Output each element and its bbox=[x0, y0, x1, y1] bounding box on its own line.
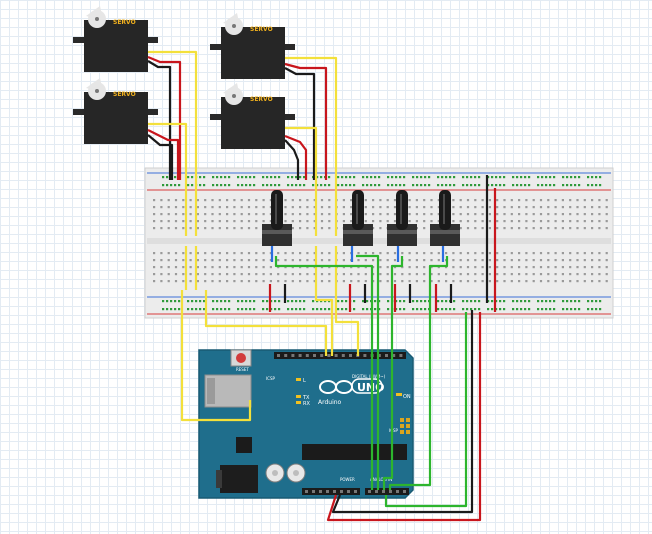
servo-label: SERVO bbox=[250, 26, 273, 33]
wire-black bbox=[147, 134, 174, 180]
servo-label: SERVO bbox=[250, 96, 273, 103]
icsp-label: ICSP bbox=[266, 376, 276, 381]
wire-green bbox=[382, 256, 404, 490]
potentiometers bbox=[262, 190, 460, 246]
wire-yellow bbox=[148, 122, 188, 236]
wire-yellow bbox=[204, 290, 328, 356]
wire-black bbox=[284, 67, 316, 180]
digital-pins bbox=[277, 354, 403, 357]
servo-label: SERVO bbox=[113, 91, 136, 98]
icsp2-label: ICSP bbox=[389, 428, 399, 433]
wire-yellow bbox=[285, 56, 338, 236]
wire-green bbox=[384, 312, 468, 508]
wires bbox=[147, 50, 497, 522]
potentiometer-1 bbox=[262, 190, 292, 246]
wire-red bbox=[326, 312, 482, 522]
servo-2: SERVO bbox=[73, 78, 158, 144]
potentiometer-2 bbox=[343, 190, 373, 246]
power-header bbox=[302, 488, 360, 495]
wire-green bbox=[274, 256, 374, 490]
analog-header bbox=[365, 488, 409, 495]
on-label: ON bbox=[403, 394, 411, 400]
servo-4: SERVO bbox=[210, 83, 295, 149]
wire-black bbox=[284, 139, 300, 180]
wire-yellow bbox=[334, 290, 360, 356]
uno-logo-text: UNO bbox=[357, 381, 385, 394]
servo-1: SERVO bbox=[73, 6, 158, 72]
wire-black bbox=[147, 60, 172, 180]
led-tx-label: TX bbox=[302, 395, 310, 401]
servo-label: SERVO bbox=[113, 19, 136, 26]
icsp-header-2 bbox=[400, 418, 410, 434]
wire-yellow bbox=[285, 126, 318, 236]
wire-black bbox=[331, 310, 474, 514]
led-l-label: L bbox=[303, 378, 306, 384]
power-label: POWER bbox=[340, 477, 355, 482]
usb-chip bbox=[236, 437, 252, 453]
potentiometer-3 bbox=[387, 190, 417, 246]
analog-label: ANALOG IN bbox=[370, 477, 392, 482]
servo-3: SERVO bbox=[210, 13, 295, 79]
wire-yellow bbox=[180, 290, 252, 422]
wire-yellow bbox=[148, 50, 198, 236]
bottom-pins bbox=[305, 490, 406, 493]
led-rx-label: RX bbox=[303, 401, 310, 407]
digital-header bbox=[274, 352, 406, 359]
microcontroller-chip bbox=[302, 444, 407, 460]
arduino-uno-board: RESET DIGITAL (PWM~) ICSP L TX RX UNO Ar… bbox=[198, 349, 414, 499]
wire-yellow bbox=[314, 290, 334, 356]
digital-label: DIGITAL (PWM~) bbox=[352, 374, 386, 379]
reset-label: RESET bbox=[236, 367, 249, 372]
wire-red bbox=[284, 62, 328, 180]
wire-red bbox=[284, 134, 308, 180]
breadboard-holes bbox=[153, 176, 608, 311]
wire-red bbox=[147, 55, 182, 180]
wire-green bbox=[388, 256, 449, 490]
wire-red bbox=[147, 129, 180, 180]
wire-green bbox=[356, 254, 380, 490]
potentiometer-4 bbox=[430, 190, 460, 246]
arduino-brand: Arduino bbox=[318, 399, 342, 406]
breadboard bbox=[144, 167, 614, 319]
power-jack bbox=[220, 465, 258, 493]
